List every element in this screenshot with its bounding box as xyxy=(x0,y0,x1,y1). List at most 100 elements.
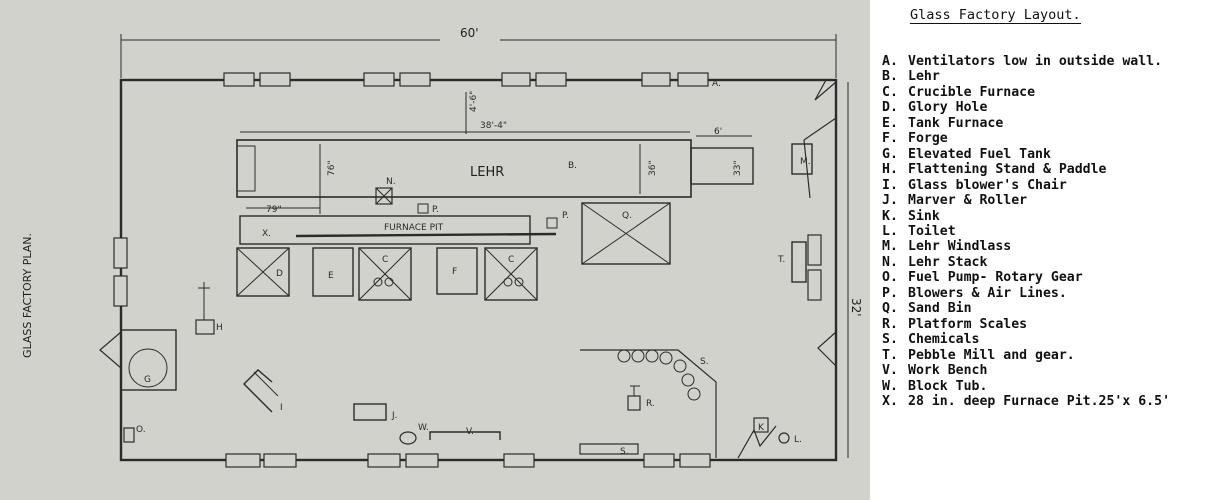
legend-item: Q. Sand Bin xyxy=(882,301,1170,316)
chemicals-shelf xyxy=(579,443,639,455)
legend-item: J.Marver & Roller xyxy=(882,193,1170,208)
sand-bin xyxy=(581,202,671,265)
legend-item-key: Q. xyxy=(882,301,898,317)
legend-title: Glass Factory Layout. xyxy=(910,7,1081,24)
dim-lehr-height: 76" xyxy=(327,160,337,176)
legend-item: G.Elevated Fuel Tank xyxy=(882,147,1170,162)
legend-item-text: Marver & Roller xyxy=(908,193,1028,209)
legend-item: B. Lehr xyxy=(882,69,1170,84)
lehr-stack xyxy=(375,187,393,205)
label-f: F xyxy=(452,267,457,277)
label-w: W. xyxy=(418,423,429,433)
legend-item: F. Forge xyxy=(882,131,1170,146)
label-c: C xyxy=(382,255,388,265)
legend-item-key: D. xyxy=(882,100,898,116)
legend-item: I. Glass blower's Chair xyxy=(882,178,1170,193)
elevated-fuel-tank xyxy=(120,329,177,391)
legend-item: N.Lehr Stack xyxy=(882,255,1170,270)
legend-list: A.Ventilators low in outside wall.B. Lehr… xyxy=(882,54,1170,409)
legend-item-text: Fuel Pump- Rotary Gear xyxy=(908,270,1083,286)
label-s: S. xyxy=(620,447,629,457)
legend-item-key: F. xyxy=(882,131,898,147)
legend-item-text: Lehr xyxy=(908,69,940,85)
blowers xyxy=(417,203,558,229)
legend-item-key: P. xyxy=(882,285,898,301)
crucible-furnace-left xyxy=(358,247,412,301)
label-v: V. xyxy=(466,427,474,437)
legend-item-text: Elevated Fuel Tank xyxy=(908,146,1051,162)
label-a: A. xyxy=(712,79,721,89)
legend-item-text: Flattening Stand & Paddle xyxy=(908,162,1107,178)
chemicals-containers xyxy=(580,349,717,458)
legend-item-text: 28 in. deep Furnace Pit.25'x 6.5' xyxy=(908,393,1171,409)
legend-item-text: Sink xyxy=(908,208,940,224)
legend-item-text: Blowers & Air Lines. xyxy=(908,285,1067,301)
label-o: O. xyxy=(136,425,146,435)
lehr xyxy=(236,92,754,214)
legend-item: K. Sink xyxy=(882,209,1170,224)
legend-item-key: O. xyxy=(882,270,898,286)
label-j: J. xyxy=(391,411,398,421)
label-l: L. xyxy=(794,435,802,445)
legend-item-key: X. xyxy=(882,393,898,409)
legend-item: X. 28 in. deep Furnace Pit.25'x 6.5' xyxy=(882,394,1170,409)
legend-item-text: Forge xyxy=(908,131,948,147)
legend-item-key: V. xyxy=(882,363,898,379)
legend-item: D. Glory Hole xyxy=(882,100,1170,115)
label-x: X. xyxy=(262,229,271,239)
platform-scales xyxy=(627,385,641,411)
lehr-label: LEHR xyxy=(470,165,504,180)
legend-item-text: Platform Scales xyxy=(908,316,1028,332)
legend-item: O. Fuel Pump- Rotary Gear xyxy=(882,270,1170,285)
legend-item-key: B. xyxy=(882,69,898,85)
glass-blowers-chair xyxy=(243,369,279,413)
pebble-mill xyxy=(791,241,807,283)
label-p-2: P. xyxy=(562,211,569,221)
dim-lehr-ext: 6' xyxy=(714,127,722,137)
doors xyxy=(99,79,837,459)
legend-item-key: I. xyxy=(882,177,898,193)
furnace-pit xyxy=(239,215,557,245)
crucible-furnace-right xyxy=(484,247,538,301)
legend-item-text: Crucible Furnace xyxy=(908,84,1036,100)
legend-item-key: H. xyxy=(882,162,898,178)
legend-item-text: Glass blower's Chair xyxy=(908,177,1067,193)
legend-item-text: Work Bench xyxy=(908,363,988,379)
legend-item-key: K. xyxy=(882,208,898,224)
label-t: T. xyxy=(777,255,785,265)
legend-item: C.Crucible Furnace xyxy=(882,85,1170,100)
legend-item-key: R. xyxy=(882,316,898,332)
label-p: P. xyxy=(432,205,439,215)
work-bench xyxy=(429,431,501,440)
legend-panel: Glass Factory Layout. A.Ventilators low … xyxy=(872,0,1225,500)
legend-item-key: N. xyxy=(882,254,898,270)
floor-plan-svg: GLASS FACTORY PLAN. 60' 32' A. xyxy=(21,25,863,468)
label-i: I xyxy=(280,403,283,413)
legend-item-text: Toilet xyxy=(908,223,956,239)
legend-item-text: Sand Bin xyxy=(908,301,972,317)
legend-item: V. Work Bench xyxy=(882,363,1170,378)
legend-item-text: Pebble Mill and gear. xyxy=(908,347,1075,363)
label-c-2: C xyxy=(508,255,514,265)
legend-item-key: E. xyxy=(882,115,898,131)
legend-item: T. Pebble Mill and gear. xyxy=(882,348,1170,363)
dim-lehr-length: 38'-4" xyxy=(480,121,507,131)
left-windows xyxy=(113,237,128,307)
legend-item: A.Ventilators low in outside wall. xyxy=(882,54,1170,69)
legend-item-key: A. xyxy=(882,54,898,69)
legend-item: E.Tank Furnace xyxy=(882,116,1170,131)
legend-item: H. Flattening Stand & Paddle xyxy=(882,162,1170,177)
legend-item-key: S. xyxy=(882,332,898,348)
legend-item: P. Blowers & Air Lines. xyxy=(882,286,1170,301)
plan-side-title: GLASS FACTORY PLAN. xyxy=(21,233,34,358)
legend-item-key: W. xyxy=(882,378,898,394)
legend-item-text: Lehr Windlass xyxy=(908,239,1012,255)
legend-item-key: T. xyxy=(882,347,898,363)
label-s-2: S. xyxy=(700,357,709,367)
floor-plan-drawing: GLASS FACTORY PLAN. 60' 32' A. xyxy=(0,0,870,500)
building-outline xyxy=(119,78,838,462)
forge xyxy=(436,247,478,295)
legend-item-text: Glory Hole xyxy=(908,100,988,116)
height-dimension-label: 32' xyxy=(849,298,863,317)
legend-item-key: M. xyxy=(882,239,898,255)
